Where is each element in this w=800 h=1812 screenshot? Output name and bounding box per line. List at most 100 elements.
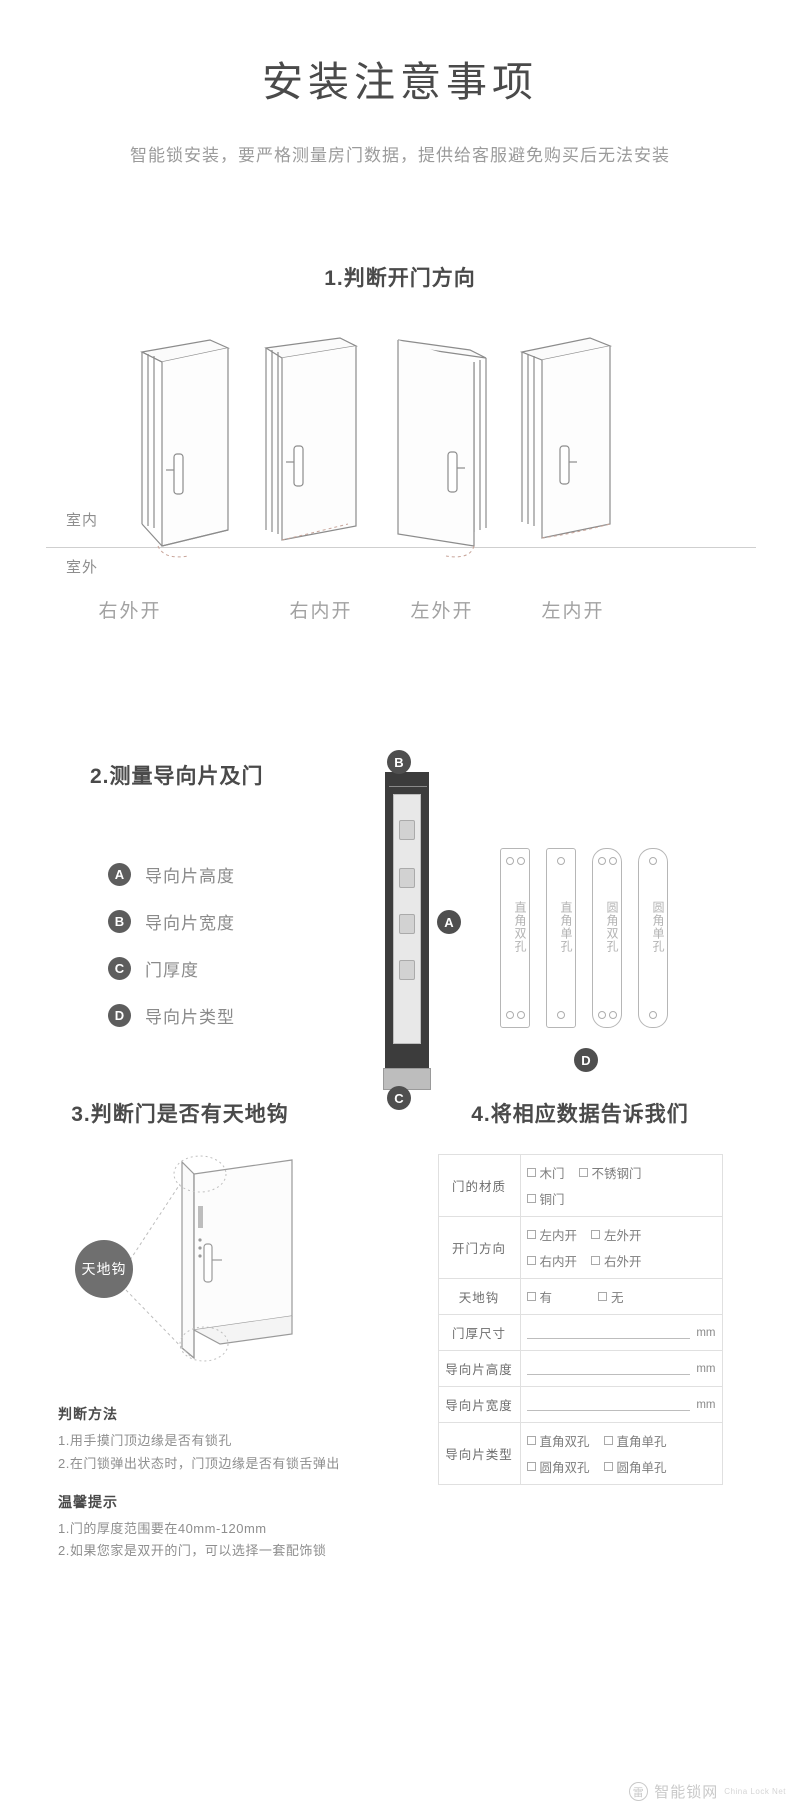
option-round-double[interactable]: 圆角双孔 [526,1457,590,1476]
option-square-double[interactable]: 直角双孔 [526,1431,590,1450]
door-frame-base [383,1068,431,1090]
checkbox-icon[interactable] [526,1436,536,1445]
checkbox-icon[interactable] [526,1292,536,1301]
checkbox-icon[interactable] [591,1256,601,1265]
door-caption-1: 右外开 [98,601,162,622]
ground-divider-line [46,547,756,548]
legend-label-c: 门厚度 [145,961,199,980]
plate-label-2: 直角单孔 [559,901,573,953]
section3-title: 3.判断门是否有天地钩 [71,1103,289,1126]
checkbox-icon[interactable] [603,1436,613,1445]
plate-square-single: 直角单孔 [546,848,576,1028]
door-caption-4: 左内开 [541,601,605,622]
hole-icon [649,857,657,865]
watermark-subtext: China Lock Net [724,1787,786,1796]
hole-icon [557,857,565,865]
option-row: 右内开 右外开 [526,1251,716,1270]
section-door-direction: 1.判断开门方向 室内 室外 [0,262,800,634]
method-item-2: 2.在门锁弹出状态时，门顶边缘是否有锁舌弹出 [58,1455,340,1471]
option-copper-door[interactable]: 铜门 [526,1189,565,1208]
row-label-hook: 天地钩 [437,1278,521,1315]
hole-icon [597,857,606,865]
option-left-inward[interactable]: 左内开 [526,1225,577,1244]
hole-icon [516,1011,525,1019]
watermark: 雷 智能锁网 China Lock Net [629,1781,786,1802]
legend-label-b: 导向片宽度 [145,914,235,933]
section-sky-ground-hook: 3.判断门是否有天地钩 天地钩 判断方法 1.用手 [0,1098,360,1563]
option-label: 圆角单孔 [616,1461,667,1475]
option-wood-door[interactable]: 木门 [526,1163,565,1182]
option-right-inward[interactable]: 右内开 [526,1251,578,1270]
option-label: 不锈钢门 [591,1167,642,1181]
measurement-form-table: 门的材质 木门 不锈钢门 铜门 开门方向 [437,1154,723,1485]
badge-c-icon: C [108,957,131,980]
section2-title: 2.测量导向片及门 [90,765,264,788]
marker-c-icon: C [387,1086,411,1110]
option-round-single[interactable]: 圆角单孔 [603,1457,667,1476]
page-title: 安装注意事项 [262,59,538,105]
checkbox-icon[interactable] [591,1230,601,1239]
indoor-label: 室内 [66,512,99,529]
page-subtitle: 智能锁安装，要严格测量房门数据，提供给客服避免购买后无法安装 [130,146,670,166]
input-plate-width[interactable] [526,1398,691,1411]
checkbox-icon[interactable] [526,1462,536,1471]
input-thickness[interactable] [526,1326,691,1339]
option-label: 无 [611,1291,624,1305]
guide-plate-hole-1 [399,820,415,840]
hole-icon [516,857,525,865]
row-value-hook: 有 无 [519,1278,723,1315]
row-value-direction: 左内开 左外开 右内开 右外开 [519,1216,723,1279]
option-label: 左外开 [604,1229,642,1243]
option-label: 直角单孔 [616,1435,667,1449]
unit-thickness: mm [696,1327,716,1339]
badge-d-icon: D [108,1004,131,1027]
door-diagram-1 [140,339,230,558]
checkbox-icon[interactable] [526,1194,536,1203]
option-label: 右内开 [539,1255,578,1269]
badge-b-icon: B [108,910,131,933]
tips-heading: 温馨提示 [58,1493,118,1510]
option-square-single[interactable]: 直角单孔 [603,1431,667,1450]
unit-plate-height: mm [696,1363,716,1375]
option-row: 铜门 [526,1189,716,1208]
checkbox-icon[interactable] [603,1462,613,1471]
option-hook-yes[interactable]: 有 [526,1287,552,1306]
option-right-outward[interactable]: 右外开 [591,1251,642,1270]
hole-icon [505,1011,514,1019]
guide-plate-hole-2 [399,868,415,888]
table-row: 导向片类型 直角双孔 直角单孔 圆角双孔 圆角单孔 [437,1422,723,1485]
option-stainless-door[interactable]: 不锈钢门 [578,1163,642,1182]
input-plate-height[interactable] [526,1362,691,1375]
hole-icon [505,857,514,865]
door-frame-illustration: B A C [375,750,465,1110]
option-left-outward[interactable]: 左外开 [591,1225,642,1244]
checkbox-icon[interactable] [526,1256,536,1265]
hook-leader-lines [125,1183,191,1357]
watermark-logo-icon: 雷 [629,1782,649,1801]
section4-title: 4.将相应数据告诉我们 [471,1103,689,1126]
hook-door-diagram [173,1155,293,1362]
row-label-direction: 开门方向 [437,1216,521,1279]
plate-holes-bottom [547,1011,575,1019]
checkbox-icon[interactable] [526,1230,536,1239]
option-row: 木门 不锈钢门 [526,1163,716,1182]
plate-holes-top [639,857,667,865]
checkbox-icon[interactable] [526,1168,536,1177]
marker-b-icon: B [387,750,411,774]
method-item-1: 1.用手摸门顶边缘是否有锁孔 [58,1433,232,1448]
legend-item-b: B 导向片宽度 [108,909,800,934]
guide-plate-hole-3 [399,914,415,934]
plate-label-4: 圆角单孔 [651,901,665,953]
plate-holes-top [501,857,529,865]
hook-badge: 天地钩 [75,1240,133,1298]
door-diagram-3 [397,339,487,558]
checkbox-icon[interactable] [578,1168,588,1177]
table-row: 门厚尺寸 mm [437,1314,723,1351]
row-label-plate-type: 导向片类型 [437,1422,521,1485]
option-label: 右外开 [604,1255,642,1269]
option-hook-no[interactable]: 无 [598,1287,624,1306]
option-label: 圆角双孔 [539,1461,590,1475]
checkbox-icon[interactable] [598,1292,608,1301]
door-caption-2: 右内开 [289,601,353,622]
door-direction-illustration: 室内 室外 [0,334,800,634]
